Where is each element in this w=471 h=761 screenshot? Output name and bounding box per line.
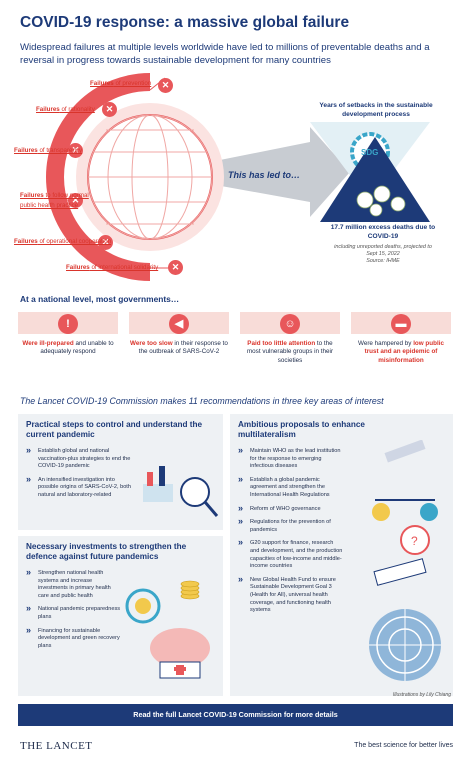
page-subtitle: Widespread failures at multiple levels w… (20, 42, 430, 66)
box-heading: Necessary investments to strengthen the … (26, 542, 187, 561)
box-list: Establish global and national vaccinatio… (26, 447, 131, 506)
gov-card: ☺ Paid too little attention to the most … (240, 312, 340, 378)
arrow-band (210, 127, 350, 217)
tagline: The best science for better lives (354, 742, 453, 749)
list-item: New Global Health Fund to ensure Sustain… (238, 576, 343, 615)
people-icon: ☺ (280, 314, 300, 334)
recommendation-box-1: Practical steps to control and understan… (18, 414, 223, 530)
lab-illustration (143, 466, 219, 517)
fail-x-icon: ✕ (98, 235, 113, 250)
gov-card: ! Were ill-prepared and unable to adequa… (18, 312, 118, 378)
page-title: COVID-19 response: a massive global fail… (20, 14, 350, 31)
recommendation-box-3: Ambitious proposals to enhance multilate… (230, 414, 453, 696)
globe-icon (87, 114, 213, 240)
failure-label: Failures of operational cooperation (14, 238, 112, 245)
failure-label: public health practice (20, 202, 79, 209)
fail-x-icon: ✕ (168, 260, 183, 275)
lancet-logo: THE LANCET (20, 740, 93, 752)
list-item: Strengthen national health systems and i… (26, 569, 121, 600)
failure-label: Failures of rationality (36, 106, 95, 113)
fail-x-icon: ✕ (68, 143, 83, 158)
failure-label: Failures to follow normal (20, 192, 89, 199)
list-item: Regulations for the prevention of pandem… (238, 518, 343, 534)
commission-heading: The Lancet COVID-19 Commission makes 11 … (20, 396, 384, 406)
failure-label: Failures of prevention (90, 80, 152, 87)
failure-wheel-graphic (46, 73, 430, 281)
list-item: Maintain WHO as the lead institution for… (238, 447, 343, 471)
sdg-caption: Years of setbacks in the sustainable dev… (319, 102, 433, 118)
failure-label: Failures of transparency (14, 147, 83, 154)
failure-label: Failures of international solidarity (66, 264, 159, 271)
box-heading: Practical steps to control and understan… (26, 420, 203, 439)
list-item: An intensified investigation into possib… (26, 476, 131, 500)
deaths-subcaption: including unreported deaths, projected t… (334, 244, 432, 264)
gov-card: ◀ Were too slow in their response to the… (129, 312, 229, 378)
government-cards: ! Were ill-prepared and unable to adequa… (18, 312, 453, 378)
investment-illustration (125, 580, 210, 679)
list-item: G20 support for finance, research and de… (238, 539, 343, 570)
flowers-icon (356, 185, 406, 217)
fail-x-icon: ✕ (102, 102, 117, 117)
box-heading: Ambitious proposals to enhance multilate… (238, 420, 365, 439)
national-heading: At a national level, most governments… (20, 294, 180, 304)
read-commission-link[interactable]: Read the full Lancet COVID-19 Commission… (18, 704, 453, 726)
sdg-logo: SDG (361, 148, 379, 157)
gov-card: ▬ Were hampered by low public trust and … (351, 312, 451, 378)
megaphone-icon: ◀ (169, 314, 189, 334)
list-item: Establish global and national vaccinatio… (26, 447, 131, 471)
list-item: Reform of WHO governance (238, 505, 343, 514)
box-list: Maintain WHO as the lead institution for… (238, 447, 343, 621)
fail-x-icon: ✕ (68, 193, 83, 208)
list-item: National pandemic preparedness plans (26, 605, 121, 621)
warning-icon: ! (58, 314, 78, 334)
chat-icon: ▬ (391, 314, 411, 334)
arrow-caption: This has led to… (228, 170, 301, 180)
deaths-caption: 17.7 million excess deaths due to COVID-… (330, 224, 436, 240)
svg-text:?: ? (411, 534, 418, 548)
fail-x-icon: ✕ (158, 78, 173, 93)
illustration-credit: Illustrations by Lily Chiang (392, 692, 451, 698)
multilateral-illustration: ? (369, 440, 441, 681)
box-list: Strengthen national health systems and i… (26, 569, 121, 656)
recommendation-box-2: Necessary investments to strengthen the … (18, 536, 223, 696)
failure-overview: ✕ ✕ ✕ ✕ ✕ ✕ Failures of prevention Failu… (10, 72, 465, 282)
list-item: Establish a global pandemic agreement an… (238, 476, 343, 500)
list-item: Financing for sustainable development an… (26, 627, 121, 651)
